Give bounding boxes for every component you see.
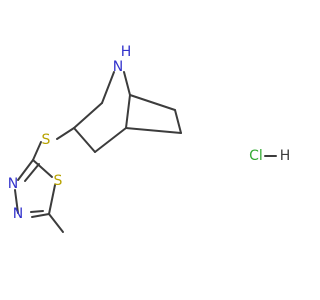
bond-ring-3 xyxy=(94,127,127,153)
atom-n-ring-2: N xyxy=(13,206,23,222)
bond-ring-6 xyxy=(174,109,182,134)
bond-thiadiazole-double-2 xyxy=(30,210,44,213)
atom-h-bridge: H xyxy=(121,44,132,60)
bond-thiadiazole-1 xyxy=(32,159,53,178)
salt-h: H xyxy=(280,148,291,164)
bond-thiadiazole-2 xyxy=(48,184,56,215)
bond-methyl xyxy=(48,213,64,233)
atom-s-ring: S xyxy=(54,173,63,189)
bond-bridge-left xyxy=(101,71,115,104)
bond-thiadiazole-4 xyxy=(14,189,19,214)
atom-s-link: S xyxy=(42,132,51,148)
bond-ring-7 xyxy=(125,127,182,134)
bond-thiadiazole-5 xyxy=(17,159,34,181)
bond-thiadiazole-3 xyxy=(31,213,50,218)
structure-diagram: N H S S N N Cl H xyxy=(8,44,291,233)
bond-bridge-right xyxy=(123,71,131,96)
molecule-canvas: N H S S N N Cl H xyxy=(7,44,291,233)
bond-ring-2 xyxy=(73,127,96,153)
bond-s-link-left xyxy=(56,127,75,140)
bond-ring-1 xyxy=(73,102,103,129)
atom-n-bridge: N xyxy=(113,59,123,75)
bond-s-link-right xyxy=(32,141,42,161)
bond-ring-4 xyxy=(125,94,131,129)
bond-thiadiazole-double-1 xyxy=(24,163,40,182)
bond-ring-5 xyxy=(129,94,176,111)
salt-cl: Cl xyxy=(249,148,263,164)
atom-n-ring-1: N xyxy=(8,176,18,192)
